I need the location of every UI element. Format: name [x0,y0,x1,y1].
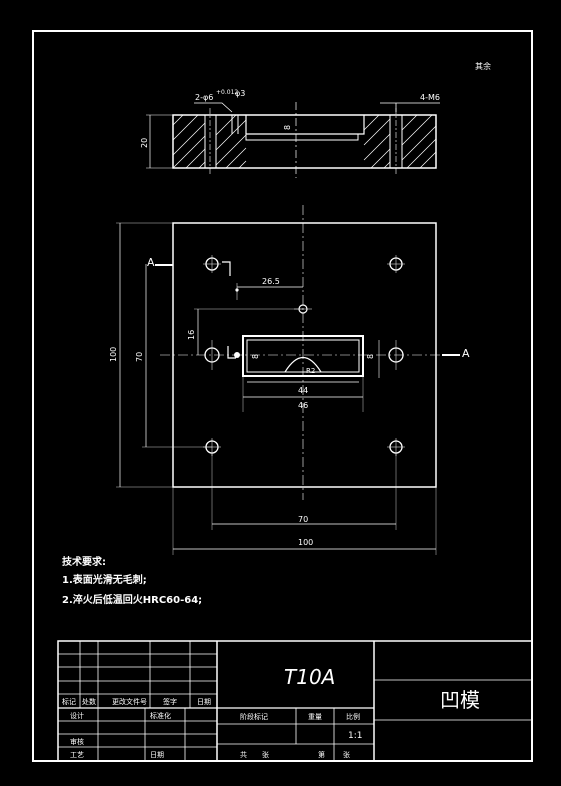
tb-bili: 比例 [346,712,360,721]
tb-zhang2: 张 [343,750,350,759]
section-view: 2-φ6 +0.012 φ3 4-M6 20 8 [140,89,440,178]
dim-tol: +0.012 [216,89,238,96]
tb-shenhe: 审核 [70,737,84,746]
dim-threads: 4-M6 [420,93,440,102]
dim-height: 20 [140,138,149,148]
tb-gongyi: 工艺 [70,751,84,759]
part-name: 凹模 [440,688,480,712]
tech-title: 技术要求: [62,555,106,568]
dim-8a: 8 [251,354,260,359]
tb-di: 第 [318,750,325,759]
material-label: T10A [284,665,335,689]
section-label-left: A [147,256,155,269]
dim-small-hole: φ3 [235,89,245,98]
dim-26-5: 26.5 [262,277,280,286]
dim-44: 44 [298,386,308,395]
tech-item-2: 2.淬火后低温回火HRC60-64; [62,593,202,606]
dim-holes-left: 2-φ6 [195,93,213,102]
dim-46: 46 [298,401,308,410]
tb-riqi: 日期 [197,698,211,706]
title-block [57,640,533,762]
tb-jieduan: 阶段标记 [240,712,268,721]
tb-zhang: 张 [262,750,269,759]
die-opening [242,335,364,377]
tb-fenqu: 更改文件号 [112,697,147,706]
dim-100-v: 100 [109,347,118,362]
title-block-text: 标记 处数 更改文件号 签字 日期 设计 标准化 审核 工艺 日期 阶段标记 重… [62,665,480,759]
tb-zhongliang: 重量 [308,713,322,721]
plan-view: A A 26.5 16 100 70 8 8 R2 44 46 70 [109,205,470,555]
tech-item-1: 1.表面光滑无毛刺; [62,573,147,586]
dim-70-h: 70 [298,515,308,524]
dim-8b: 8 [366,354,375,359]
tb-biaoji: 标记 [62,697,76,706]
dim-depth: 8 [283,125,292,130]
tb-chushu: 处数 [82,697,96,706]
tb-pizhun: 日期 [150,751,164,759]
dim-r: R2 [306,367,315,375]
tb-scale: 1:1 [348,731,362,741]
tb-gong: 共 [240,750,247,759]
tb-sheji: 设计 [70,711,84,720]
dim-70-v: 70 [135,352,144,362]
tech-requirements: 技术要求: 1.表面光滑无毛刺; 2.淬火后低温回火HRC60-64; [62,555,202,606]
roughness-note: 其余 [475,61,491,71]
section-label-right: A [462,347,470,360]
tb-biaozhunhua: 标准化 [150,711,171,720]
tb-qianming: 签字 [163,697,177,706]
hatch-left [172,114,437,169]
dim-16: 16 [187,330,196,340]
dim-100-h: 100 [298,538,313,547]
